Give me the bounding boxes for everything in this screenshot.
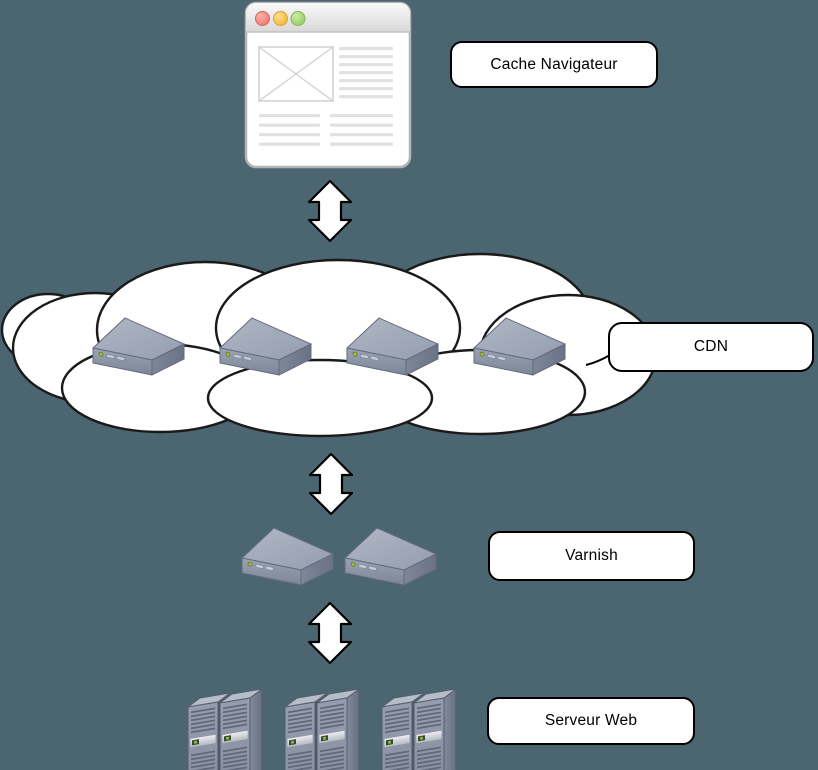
window-close-button xyxy=(255,11,270,26)
label-serveur-web: Serveur Web xyxy=(487,697,695,745)
window-minimize-button xyxy=(273,11,288,26)
tower-server-pair-icon xyxy=(284,688,360,770)
flat-server-icon xyxy=(241,527,334,586)
arrow-cdn-varnish xyxy=(308,452,354,516)
page-text-lines xyxy=(259,47,393,146)
label-cdn: CDN xyxy=(608,322,814,372)
label-varnish: Varnish xyxy=(488,531,695,581)
browser-window-icon xyxy=(244,1,412,169)
cdn-label-connector xyxy=(585,354,611,366)
arrow-varnish-webserver xyxy=(307,601,353,665)
label-cache-navigateur: Cache Navigateur xyxy=(450,41,658,88)
tower-server-pair-icon xyxy=(187,688,263,770)
web-server-icons xyxy=(187,688,457,770)
varnish-server-icons xyxy=(241,527,437,586)
flat-server-icon xyxy=(344,527,437,586)
arrow-browser-cdn xyxy=(307,179,353,243)
page-image-placeholder xyxy=(258,46,334,102)
tower-server-pair-icon xyxy=(381,688,457,770)
window-zoom-button xyxy=(290,11,306,26)
